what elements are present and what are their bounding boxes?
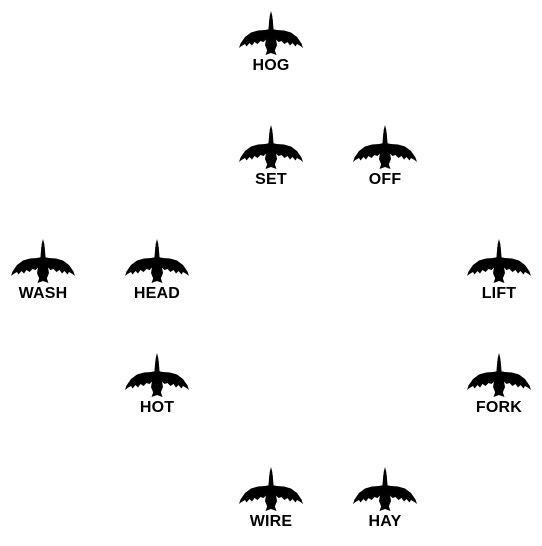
tile-label: HAY	[368, 513, 402, 530]
tile-wire[interactable]: WIRE	[226, 466, 316, 546]
bird-silhouette-icon	[352, 124, 418, 170]
tile-label: FORK	[475, 399, 523, 416]
tile-label: HOG	[252, 57, 290, 74]
tile-set[interactable]: SET	[226, 124, 316, 204]
bird-silhouette-icon	[238, 124, 304, 170]
bird-silhouette-icon	[238, 466, 304, 512]
tile-label: SET	[255, 171, 287, 188]
tile-hay[interactable]: HAY	[340, 466, 430, 546]
tile-label: HEAD	[133, 285, 181, 302]
tile-label: OFF	[368, 171, 402, 188]
tile-label: HOT	[139, 399, 175, 416]
bird-silhouette-icon	[10, 238, 76, 284]
tile-label: LIFT	[481, 285, 517, 302]
bird-silhouette-icon	[466, 238, 532, 284]
tile-hot[interactable]: HOT	[112, 352, 202, 432]
bird-silhouette-icon	[352, 466, 418, 512]
tile-head[interactable]: HEAD	[112, 238, 202, 318]
tile-label: WIRE	[249, 513, 293, 530]
tile-wash[interactable]: WASH	[0, 238, 88, 318]
bird-silhouette-icon	[238, 10, 304, 56]
tile-label: WASH	[18, 285, 68, 302]
bird-silhouette-icon	[466, 352, 532, 398]
bird-silhouette-icon	[124, 238, 190, 284]
tile-hog[interactable]: HOG	[226, 10, 316, 90]
tile-lift[interactable]: LIFT	[454, 238, 542, 318]
bird-silhouette-icon	[124, 352, 190, 398]
tile-fork[interactable]: FORK	[454, 352, 542, 432]
tile-off[interactable]: OFF	[340, 124, 430, 204]
